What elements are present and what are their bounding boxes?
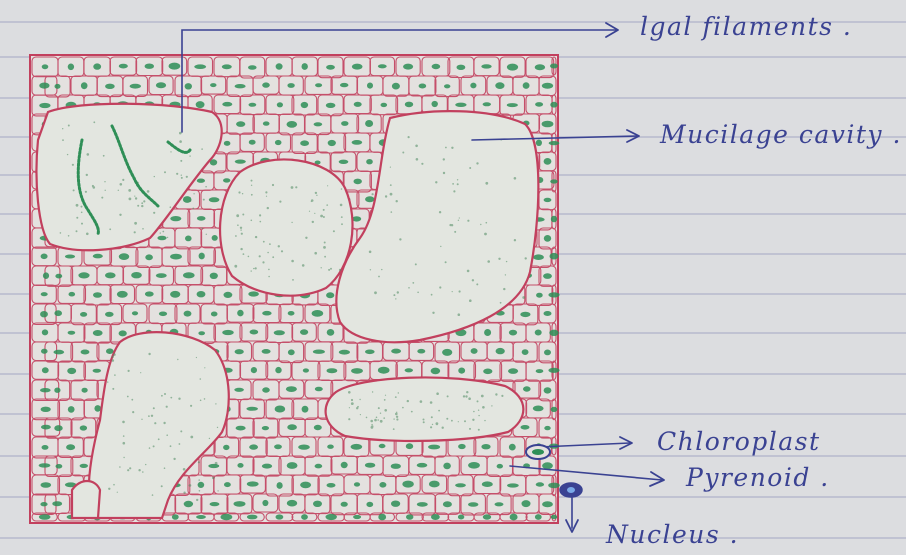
chloroplast-inner [532,449,544,455]
nucleus-inner [567,487,575,493]
label-chloroplast: Chloroplast [657,427,821,456]
cavity-corner [72,481,100,518]
cavity-lower-right [326,377,524,440]
label-mucilage-cavity: Mucilage cavity . [660,120,902,149]
label-nucleus: Nucleus . [606,520,739,549]
label-pyrenoid: Pyrenoid . [686,463,830,492]
label-algal-filaments: lgal filaments . [640,12,852,41]
